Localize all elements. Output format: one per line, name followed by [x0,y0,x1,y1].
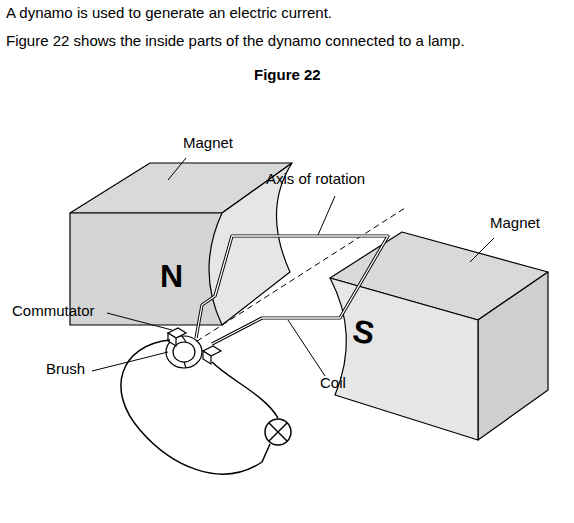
leader-line [92,158,494,376]
part-label: Brush [46,360,85,378]
brush [168,328,221,364]
right-magnet [330,232,548,440]
lamp-symbol [265,419,291,445]
figure-title: Figure 22 [254,66,321,84]
part-label: Magnet [183,134,233,152]
pole-label: N [160,258,183,294]
part-label: Coil [320,374,346,392]
part-label: Axis of rotation [266,170,365,188]
wire [212,362,278,418]
left-magnet [70,163,292,325]
part-label: Commutator [12,302,95,320]
wire [121,340,270,474]
intro-text: A dynamo is used to generate an electric… [6,4,332,22]
axis-line [180,208,405,352]
intro-text: Figure 22 shows the inside parts of the … [6,32,465,50]
part-label: Magnet [490,214,540,232]
